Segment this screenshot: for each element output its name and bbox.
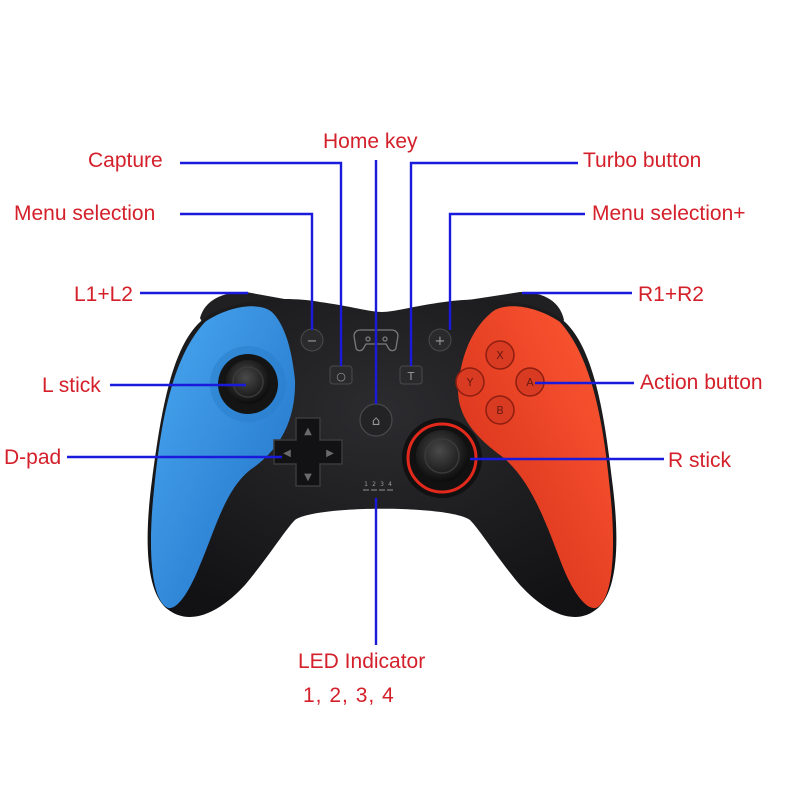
label-r-stick: R stick [668, 449, 731, 472]
dpad-arrow-up: ▲ [304, 426, 312, 437]
d-pad: ▲ ▼ ◀ ▶ [273, 417, 343, 487]
led-digit-3: 3 [380, 481, 384, 488]
plus-button: + [428, 328, 452, 352]
led-indicator-strip: 1 2 3 4 [363, 481, 393, 491]
label-capture: Capture [88, 149, 163, 172]
capture-button: ○ [329, 365, 353, 385]
label-menu-selection-plus: Menu selection+ [592, 202, 746, 225]
face-button-x: X [496, 349, 504, 362]
dpad-arrow-right: ▶ [326, 448, 334, 459]
led-digit-1: 1 [364, 481, 368, 488]
led-digit-4: 4 [388, 481, 392, 488]
face-button-b: B [496, 404, 504, 417]
face-button-a: A [526, 376, 534, 389]
turbo-button: T [399, 365, 423, 385]
label-l-stick: L stick [42, 374, 101, 397]
plus-glyph: + [435, 334, 446, 349]
face-buttons: X Y A B [455, 340, 545, 425]
leader-menu-plus [448, 212, 585, 330]
dpad-arrow-left: ◀ [283, 448, 291, 459]
left-stick [210, 346, 286, 422]
label-led-indicator: LED Indicator [298, 650, 426, 673]
led-digit-2: 2 [372, 481, 376, 488]
leader-lines [67, 160, 664, 645]
turbo-glyph: T [407, 370, 415, 383]
leader-turbo [409, 161, 578, 366]
label-r1-r2: R1+R2 [638, 283, 704, 306]
gamepad-logo-icon [353, 329, 399, 352]
home-button: ⌂ [359, 403, 393, 437]
label-home-key: Home key [323, 130, 418, 153]
right-grip-red [458, 306, 614, 609]
home-glyph: ⌂ [372, 414, 380, 429]
label-d-pad: D-pad [4, 446, 62, 469]
leader-capture [180, 161, 343, 366]
label-led-numbers: 1, 2, 3, 4 [303, 684, 395, 707]
label-turbo-button: Turbo button [583, 149, 702, 172]
face-button-y: Y [466, 376, 474, 389]
label-menu-selection-minus: Menu selection [14, 202, 156, 225]
label-action-button: Action button [640, 371, 763, 394]
leader-menu-minus [180, 212, 314, 330]
label-l1-l2: L1+L2 [74, 283, 133, 306]
right-stick [402, 418, 482, 498]
dpad-arrow-down: ▼ [304, 472, 312, 483]
minus-glyph: − [307, 334, 318, 349]
capture-glyph: ○ [336, 370, 346, 383]
minus-button: − [300, 328, 324, 352]
